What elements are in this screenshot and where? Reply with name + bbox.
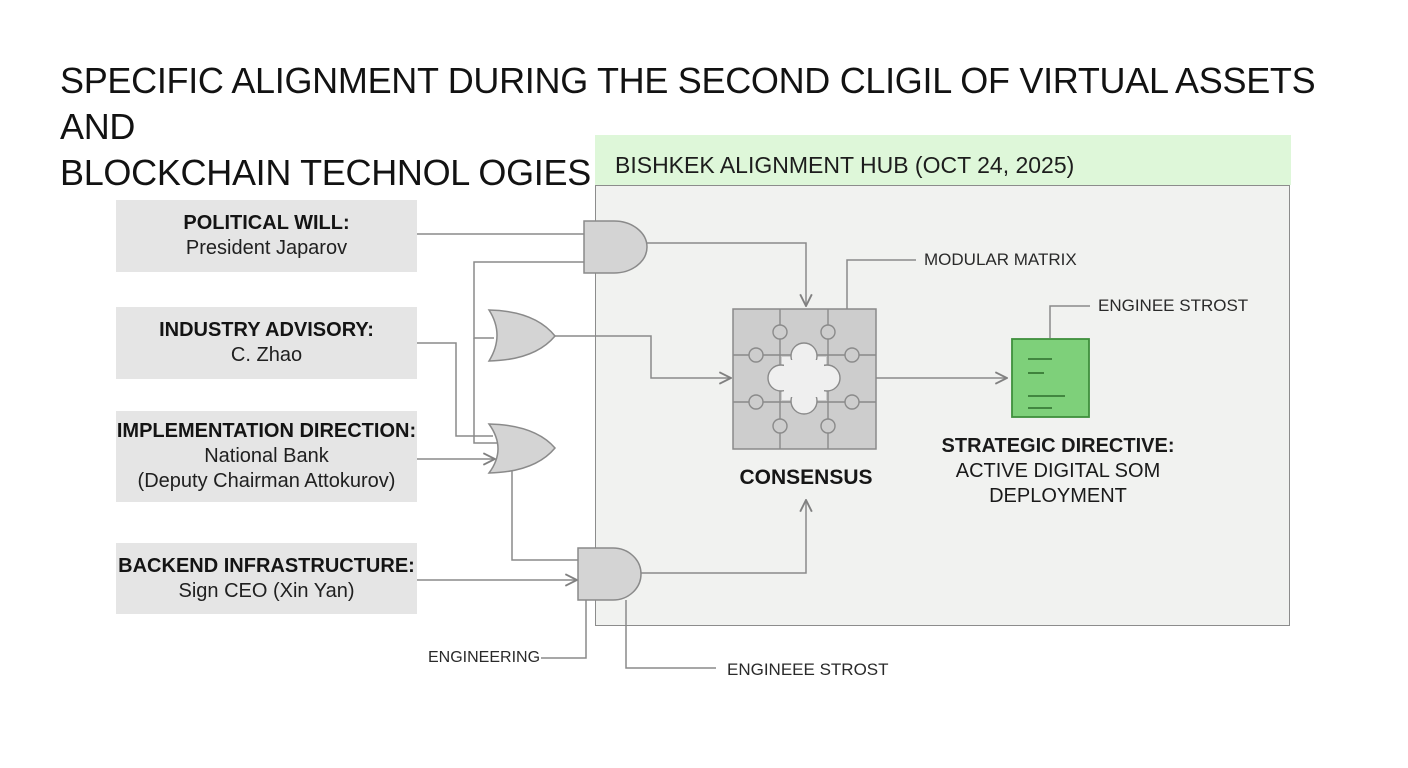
wire-and2-to-consensus bbox=[641, 500, 806, 574]
input-value: President Japarov bbox=[185, 237, 348, 259]
callout-engineer-trust-top: ENGINEE STROST bbox=[1098, 296, 1249, 315]
diagram-title: SPECIFIC ALIGNMENT DURING THE SECOND CLI… bbox=[60, 58, 1360, 196]
wire-loop-to-or2 bbox=[473, 338, 497, 444]
wire-industry-to-or2 bbox=[417, 342, 493, 437]
directive-line: DEPLOYMENT bbox=[989, 485, 1127, 507]
wire-or1-to-consensus bbox=[555, 335, 731, 378]
input-implementation-direction: IMPLEMENTATION DIRECTION: National Bank … bbox=[116, 411, 417, 502]
leader-engineer-trust-top bbox=[1049, 305, 1090, 338]
leader-modular-matrix bbox=[846, 259, 916, 309]
title-line-2: BLOCKCHAIN TECHNOL OGIES bbox=[60, 152, 591, 193]
wire-and1-to-consensus bbox=[647, 242, 806, 306]
input-label: IMPLEMENTATION DIRECTION: bbox=[116, 420, 417, 442]
input-industry-advisory: INDUSTRY ADVISORY: C. Zhao bbox=[116, 307, 417, 379]
or-gate-implementation bbox=[487, 423, 556, 474]
leader-engineer-trust-bottom bbox=[625, 600, 716, 669]
wire-loop-to-or1 bbox=[473, 261, 584, 339]
callout-modular-matrix: MODULAR MATRIX bbox=[924, 250, 1077, 269]
input-label: INDUSTRY ADVISORY: bbox=[159, 319, 374, 341]
directive-label: STRATEGIC DIRECTIVE: bbox=[941, 435, 1175, 457]
strategic-directive: STRATEGIC DIRECTIVE: ACTIVE DIGITAL SOM … bbox=[938, 434, 1178, 509]
directive-document-icon bbox=[1011, 338, 1090, 418]
input-label: POLITICAL WILL: bbox=[183, 212, 350, 234]
or-gate-industry bbox=[487, 309, 556, 362]
wire-or2-to-and2 bbox=[511, 471, 580, 561]
input-value: C. Zhao bbox=[230, 344, 303, 366]
input-backend-infrastructure: BACKEND INFRASTRUCTURE: Sign CEO (Xin Ya… bbox=[116, 543, 417, 614]
input-political-will: POLITICAL WILL: President Japarov bbox=[116, 200, 417, 272]
consensus-label: CONSENSUS bbox=[739, 466, 873, 489]
leader-engineering bbox=[541, 600, 587, 659]
hub-title: BISHKEK ALIGNMENT HUB (OCT 24, 2025) bbox=[615, 152, 1075, 178]
and-gate-political bbox=[583, 220, 648, 274]
directive-line: ACTIVE DIGITAL SOM bbox=[955, 460, 1161, 482]
callout-engineering: ENGINEERING bbox=[428, 649, 541, 666]
hub-container bbox=[595, 185, 1290, 626]
input-value: National Bank bbox=[204, 445, 329, 467]
input-value: Sign CEO (Xin Yan) bbox=[178, 579, 355, 602]
title-line-1: SPECIFIC ALIGNMENT DURING THE SECOND CLI… bbox=[60, 60, 1316, 147]
input-value: (Deputy Chairman Attokurov) bbox=[137, 470, 396, 492]
hub-header-band bbox=[595, 135, 1291, 185]
consensus-puzzle-icon bbox=[732, 308, 877, 450]
callout-engineer-trust-bottom: ENGINEEE STROST bbox=[727, 660, 889, 679]
and-gate-backend bbox=[577, 547, 642, 601]
input-label: BACKEND INFRASTRUCTURE: bbox=[118, 554, 415, 577]
